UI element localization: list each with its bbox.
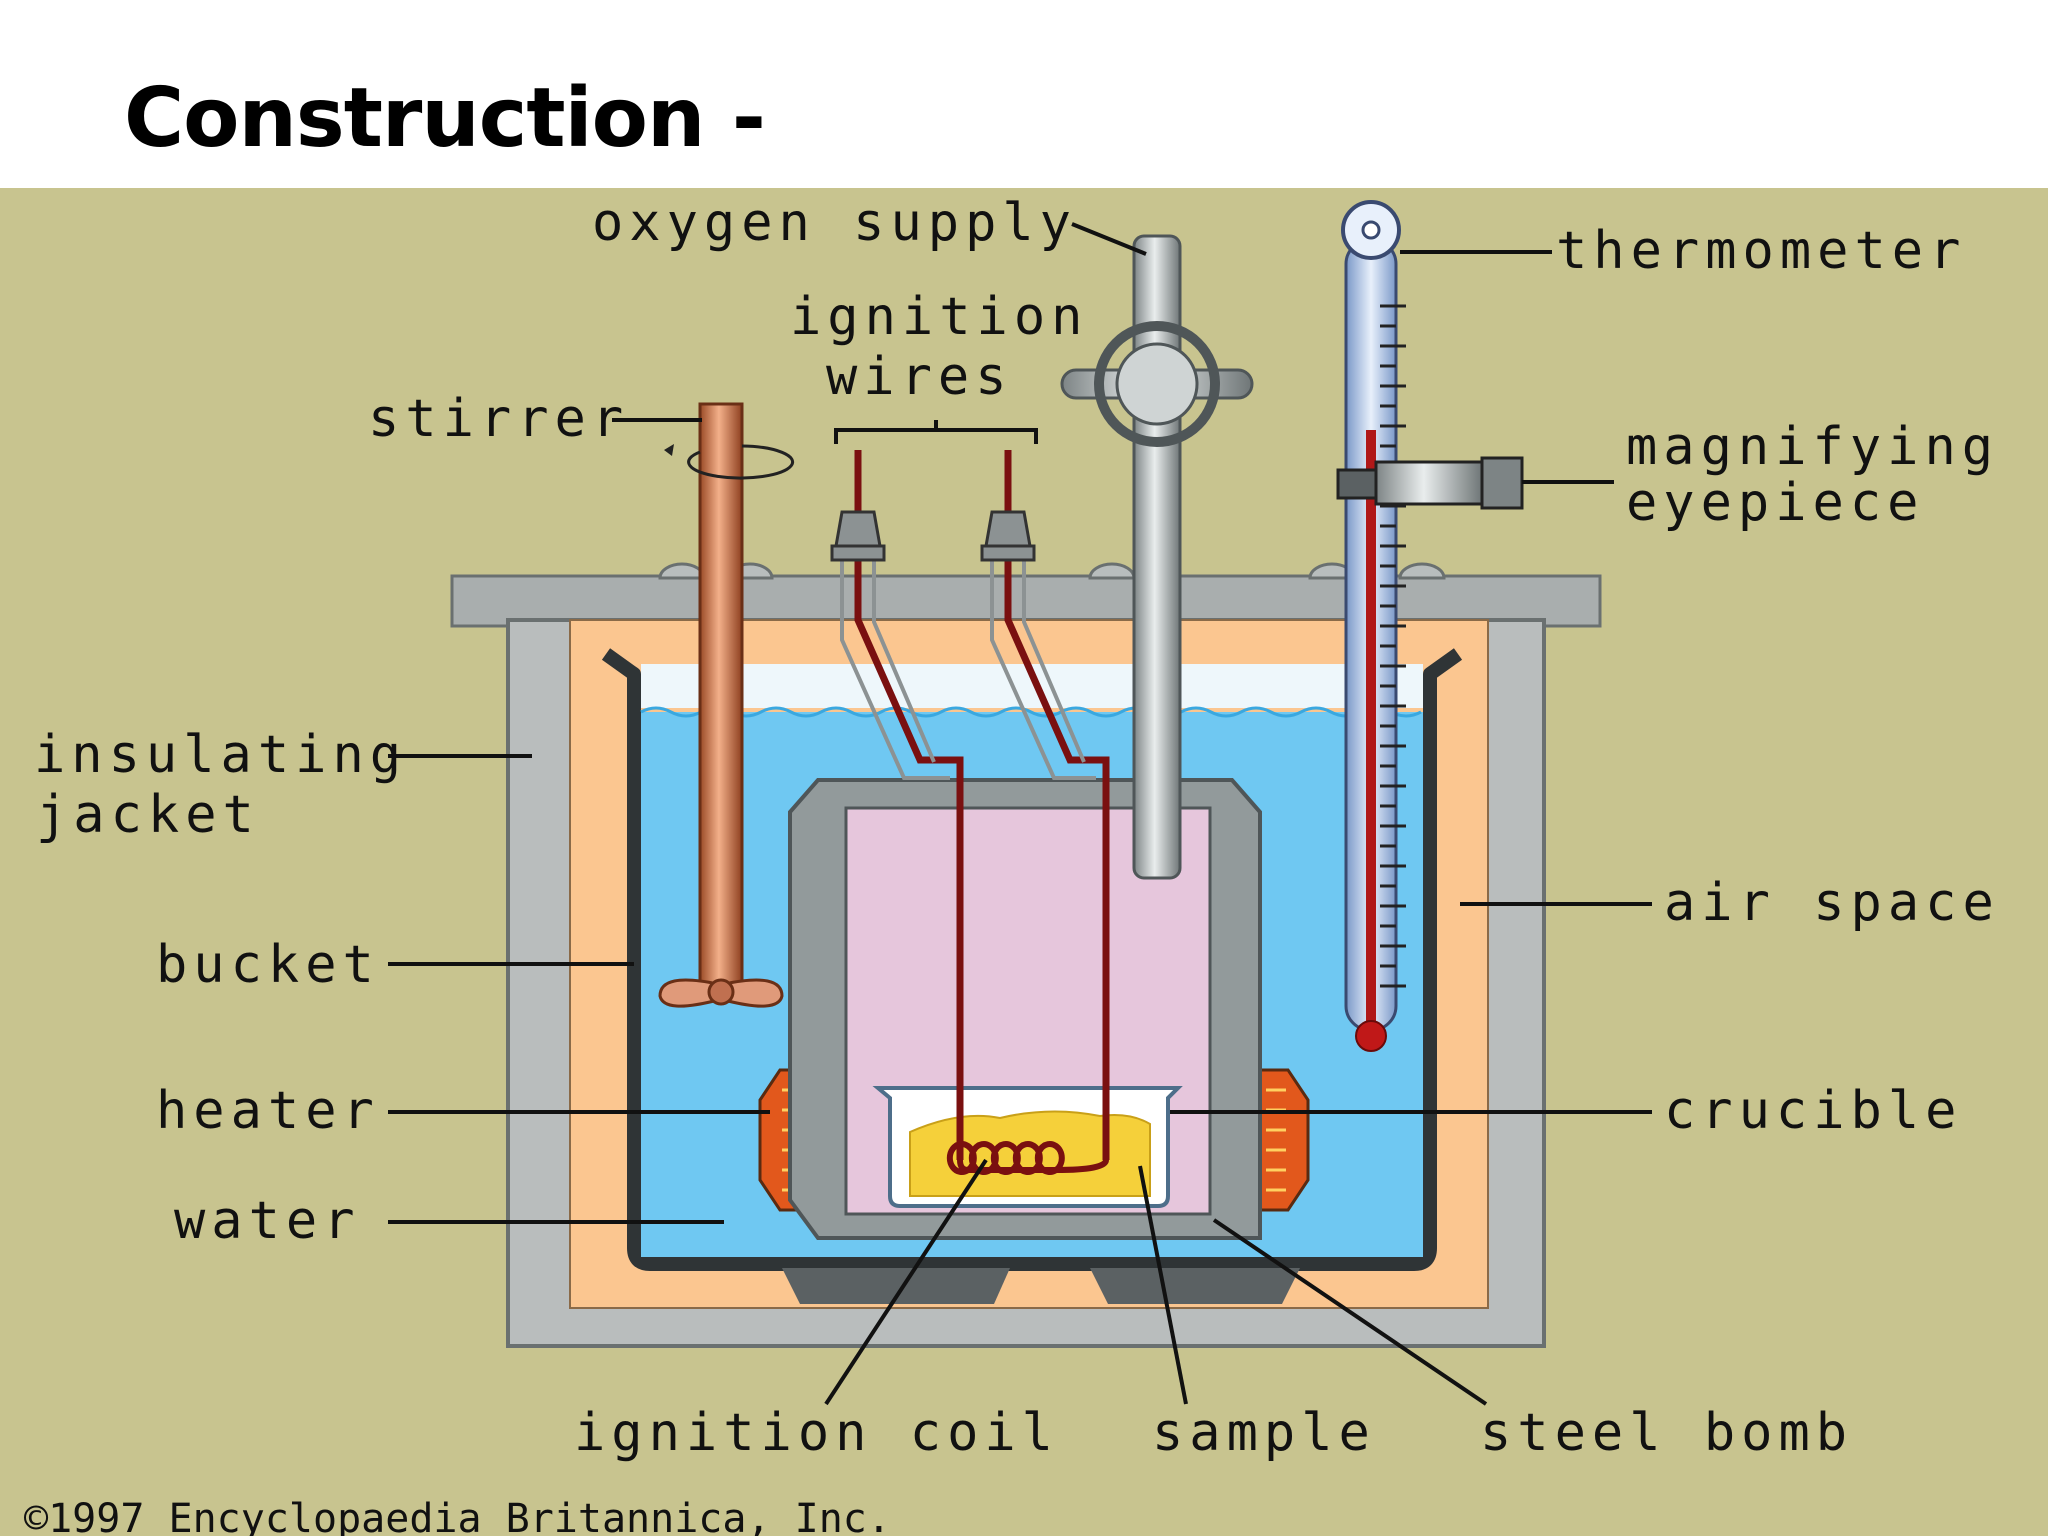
label-magnifying-eyepiece-line2: eyepiece — [1626, 473, 1924, 533]
label-magnifying-eyepiece-line1: magnifying — [1626, 417, 1999, 477]
label-oxygen-supply: oxygen supply — [592, 193, 1077, 253]
label-ignition-wires-line1: ignition — [790, 287, 1088, 347]
ignition-coil — [946, 1141, 1109, 1175]
label-insulating-jacket-line1: insulating — [34, 725, 407, 785]
oxygen-supply — [1060, 234, 1254, 880]
label-air-space: air space — [1664, 873, 2000, 933]
sample — [909, 1110, 1151, 1197]
ignition-wires — [830, 450, 1110, 1160]
label-ignition-coil: ignition coil — [574, 1403, 1059, 1463]
page-title: Construction - — [124, 71, 766, 166]
bomb-calorimeter-diagram: oxygen supply thermometer ignition wires… — [0, 188, 2048, 1536]
label-sample: sample — [1152, 1403, 1376, 1463]
label-heater: heater — [156, 1081, 380, 1141]
magnifying-eyepiece — [1336, 456, 1524, 510]
stirrer — [658, 402, 795, 1008]
label-insulating-jacket-line2: jacket — [36, 785, 260, 845]
bucket — [601, 648, 1463, 1304]
leader-lines — [388, 222, 1652, 1406]
label-water: water — [174, 1191, 361, 1251]
label-steel-bomb: steel bomb — [1480, 1403, 1853, 1463]
label-ignition-wires-line2: wires — [826, 347, 1013, 407]
label-crucible: crucible — [1664, 1081, 1962, 1141]
label-stirrer: stirrer — [368, 389, 629, 449]
label-bucket: bucket — [156, 935, 380, 995]
label-thermometer: thermometer — [1556, 221, 1966, 281]
copyright-credit: ©1997 Encyclopaedia Britannica, Inc. — [24, 1496, 891, 1536]
thermometer — [1341, 200, 1406, 1052]
